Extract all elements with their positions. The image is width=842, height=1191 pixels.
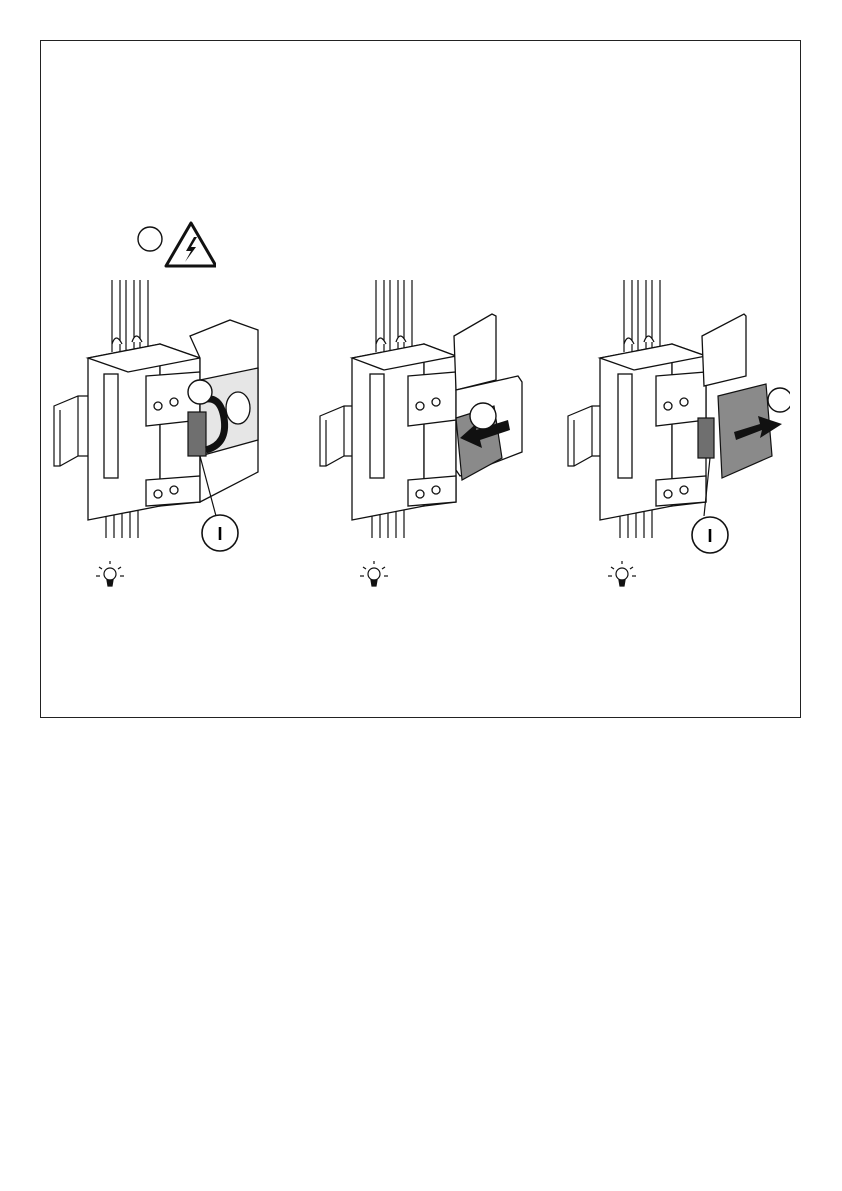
- on-position-label: I: [217, 524, 222, 544]
- breaker-illustration-3: I: [550, 280, 790, 600]
- on-position-label: I: [707, 526, 712, 546]
- high-voltage-warning-icon: [166, 223, 216, 266]
- breaker-illustration-1: I: [50, 280, 290, 600]
- lightbulb-icon: [96, 561, 124, 586]
- step-panel-2: [300, 280, 540, 600]
- lightbulb-icon: [360, 561, 388, 586]
- lightbulb-icon: [608, 561, 636, 586]
- step-panel-3: I: [550, 280, 790, 600]
- step-circle-icon: [138, 227, 162, 251]
- breaker-illustration-2: [300, 280, 540, 600]
- step-panel-1: I: [50, 280, 290, 600]
- warning-group: [136, 218, 216, 270]
